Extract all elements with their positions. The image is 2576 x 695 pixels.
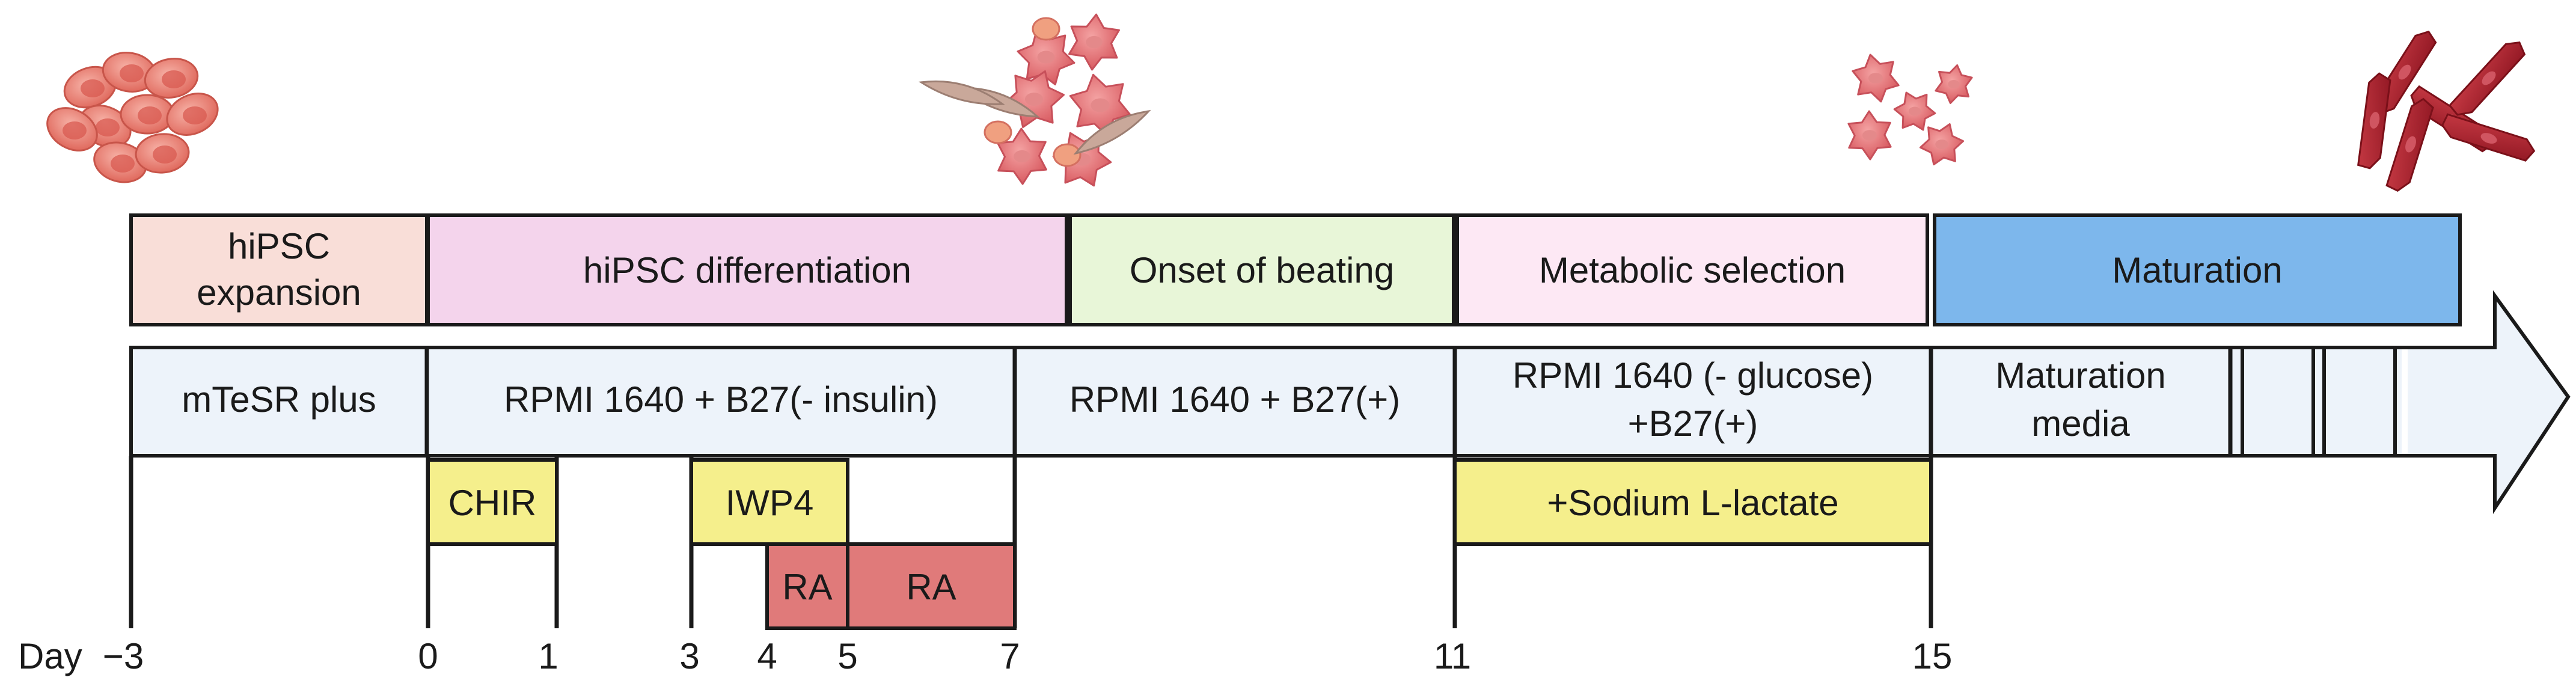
day-label: 3 (679, 636, 699, 676)
treatment-row: CHIR IWP4 RA RA +Sodium L-lactate (426, 458, 1933, 630)
media-segment-box (2322, 346, 2397, 458)
cardiomyocyte-cell-nucleus (1025, 93, 1043, 106)
hipsc-nucleus (183, 106, 207, 124)
cardiomyocyte-cluster-icon (1847, 54, 1973, 165)
small-cell (1053, 143, 1081, 167)
phase-row: hiPSC expansion hiPSC differentiation On… (129, 213, 2462, 326)
hipsc-cluster-icon (46, 52, 219, 183)
cardiomyocyte-cell-nucleus (1868, 73, 1883, 84)
phase-label-maturation: Maturation (2112, 250, 2282, 290)
day-label: 5 (837, 636, 857, 676)
phase-box-maturation (1933, 213, 2462, 326)
media-segment-box (2241, 346, 2315, 458)
media-label-rpmi-b27: RPMI 1640 + B27(+) (1069, 379, 1400, 420)
fibroblast-cell (919, 80, 1005, 105)
phase-label-differentiation: hiPSC differentiation (583, 250, 911, 290)
small-cell (1032, 17, 1060, 41)
media-label-maturation-line1: Maturation (1995, 355, 2165, 396)
hipsc-nucleus (153, 145, 177, 164)
mixed-differentiating-cells-icon (919, 13, 1151, 187)
hipsc-nucleus (138, 106, 162, 124)
media-label-rpmi-minus-insulin: RPMI 1640 + B27(- insulin) (504, 379, 938, 420)
media-arrow: mTeSR plus RPMI 1640 + B27(- insulin) RP… (129, 290, 2571, 514)
phase-box-beating (1068, 213, 1455, 326)
treatment-box-ra-1 (765, 542, 849, 630)
timeline-arrow-shape (129, 290, 2571, 514)
day-label: 15 (1912, 636, 1953, 676)
day-label: −3 (103, 636, 144, 676)
treatment-label-ra-1: RA (782, 567, 832, 607)
mature-cardiomyocyte-nucleus (2398, 64, 2411, 80)
media-label-no-glucose-line2: +B27(+) (1628, 403, 1758, 444)
cardiomyocyte-cell-nucleus (1908, 106, 1921, 116)
treatment-box-ra-2 (846, 542, 1017, 630)
treatment-box-lactate (1453, 458, 1933, 546)
mature-cardiomyocyte-nucleus (2405, 136, 2416, 153)
phase-box-metabolic (1455, 213, 1929, 326)
cardiomyocyte-cell-nucleus (1037, 51, 1055, 64)
phase-box-differentiation (426, 213, 1068, 326)
day-label: 1 (538, 636, 558, 676)
mature-cardiomyocyte-nucleus (2369, 112, 2380, 129)
fibroblast-cell (1073, 109, 1151, 155)
mature-cardiomyocyte-nucleus (2480, 133, 2497, 144)
cardiomyocyte-cell-nucleus (1862, 130, 1877, 141)
media-label-mtesr: mTeSR plus (182, 379, 376, 420)
small-cell (984, 120, 1012, 144)
media-segment-box (2404, 346, 2497, 458)
day-label: 11 (1434, 636, 1471, 676)
hipsc-nucleus (81, 79, 105, 97)
treatment-label-iwp4: IWP4 (726, 483, 814, 523)
media-label-no-glucose-line1: RPMI 1640 (- glucose) (1513, 355, 1873, 396)
day-axis: Day −3 0 1 3 4 5 7 11 15 (18, 636, 1952, 676)
cardiomyocyte-cell-nucleus (1935, 139, 1948, 149)
treatment-box-iwp4 (690, 458, 849, 546)
cardiomyocyte-cell-nucleus (1086, 35, 1103, 49)
day-label: 7 (1000, 636, 1020, 676)
hipsc-nucleus (111, 155, 135, 173)
phase-label-beating: Onset of beating (1130, 250, 1394, 290)
day-label: 4 (757, 636, 777, 676)
cardiomyocyte-cell-nucleus (1014, 150, 1030, 163)
treatment-label-chir: CHIR (448, 483, 537, 523)
day-axis-prefix: Day (18, 636, 82, 676)
phase-label-metabolic: Metabolic selection (1539, 250, 1846, 290)
treatment-box-chir (426, 458, 558, 546)
hipsc-nucleus (120, 64, 144, 82)
phase-label-expansion-line1: hiPSC (228, 226, 330, 266)
mature-cardiomyocyte-nucleus (2482, 71, 2496, 85)
hipsc-nucleus (63, 121, 87, 139)
day-label: 0 (418, 636, 438, 676)
cardiomyocyte-cell-nucleus (1091, 98, 1110, 112)
hipsc-nucleus (162, 70, 186, 88)
mature-cardiomyocytes-icon (2357, 30, 2536, 192)
phase-label-expansion-line2: expansion (197, 272, 361, 313)
hipsc-nucleus (96, 118, 120, 136)
phase-box-expansion (129, 213, 429, 326)
treatment-label-lactate: +Sodium L-lactate (1547, 483, 1838, 523)
cardiomyocyte-cell-nucleus (1948, 79, 1960, 89)
media-label-maturation-line2: media (2031, 403, 2130, 444)
treatment-label-ra-2: RA (906, 567, 956, 607)
